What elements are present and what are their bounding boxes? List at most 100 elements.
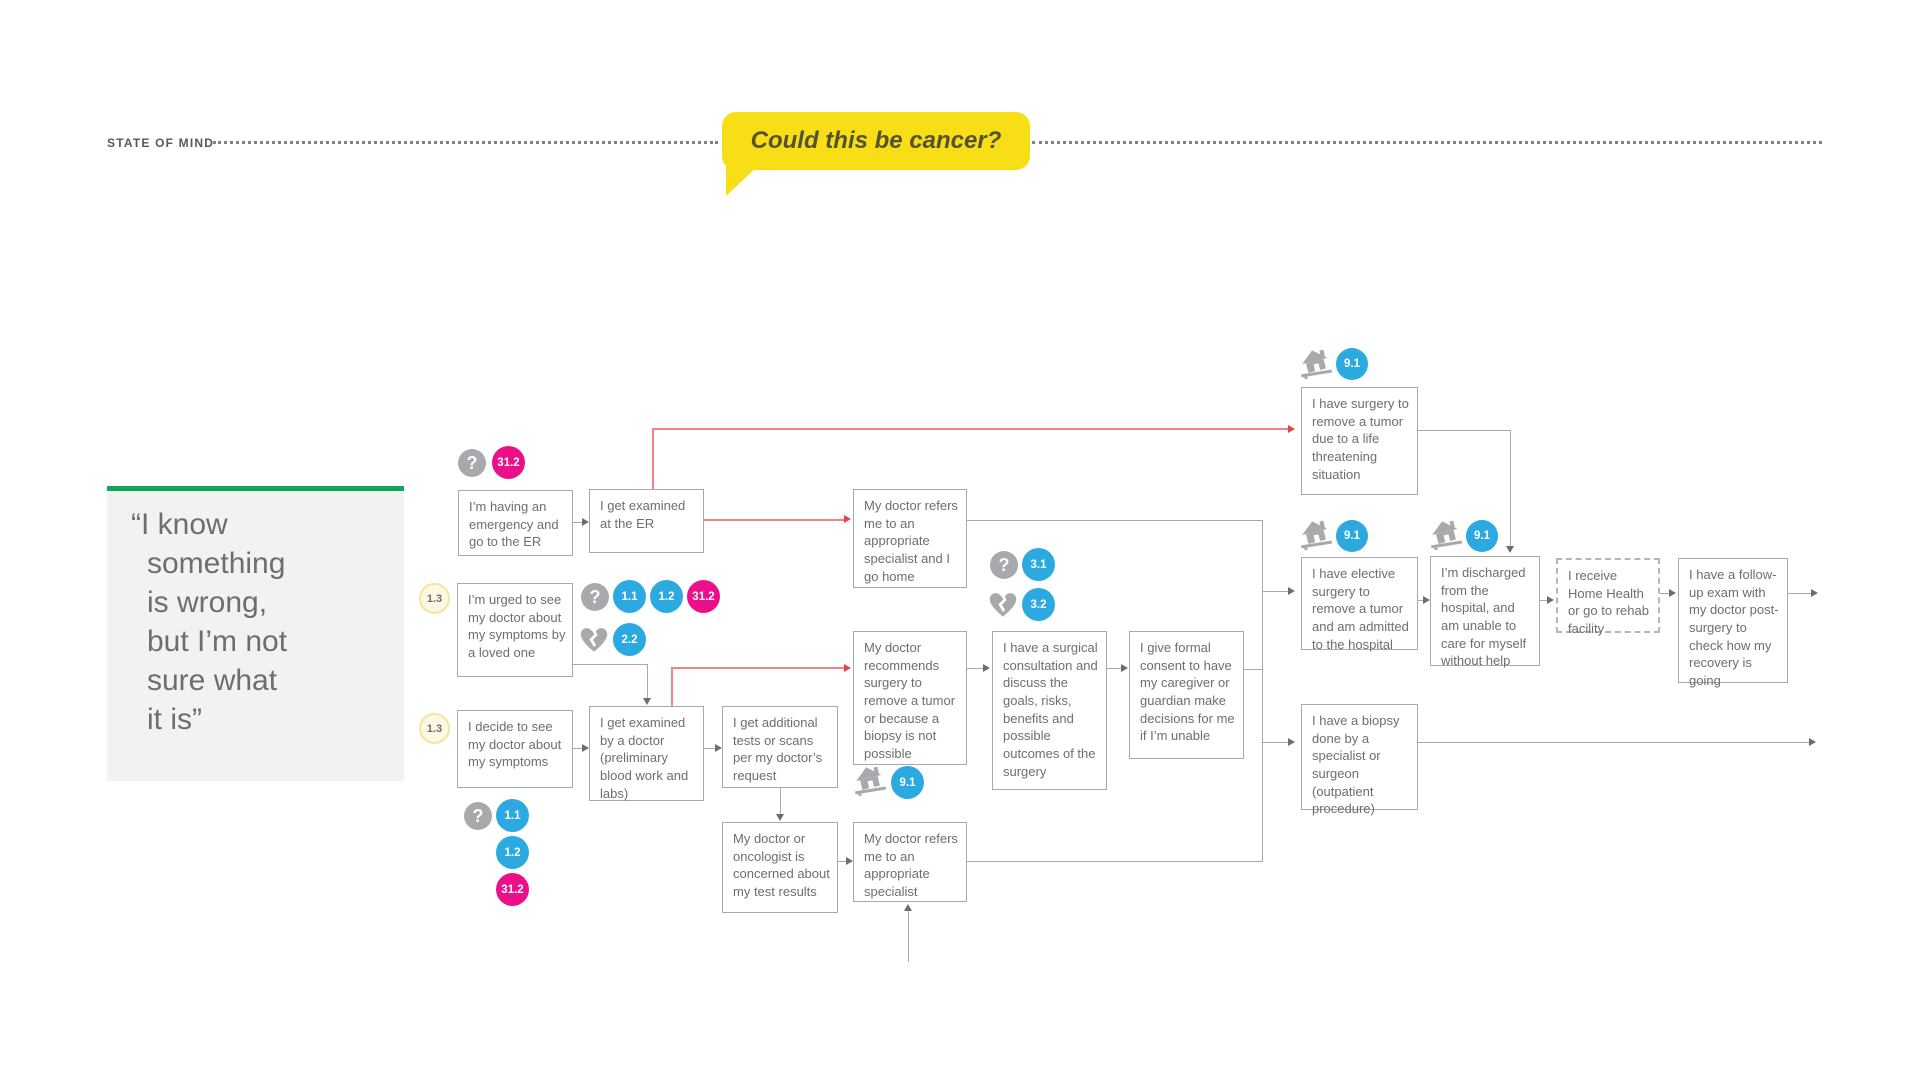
state-of-mind-label: STATE OF MIND [107,136,215,150]
question-icon: ? [458,449,486,477]
touchpoint-badge: 9.1 [1336,520,1368,552]
connector [1540,600,1549,601]
connector [967,861,1262,862]
connector [1418,430,1510,431]
connector-red [652,429,654,489]
flow-node-discharged: I’m discharged from the hospital, and am… [1430,556,1540,668]
touchpoint-badge: 31.2 [496,873,529,906]
flow-node-oncologist-concerned: My doctor or oncologist is concerned abo… [722,822,838,913]
connector-red [704,519,845,521]
arrowhead [1423,596,1430,604]
arrowhead [904,904,912,911]
touchpoint-badge: 3.2 [1022,588,1055,621]
arrowhead [1288,738,1295,746]
touchpoint-badge: 31.2 [492,446,525,479]
broken-heart-icon [989,592,1017,617]
connector [1418,742,1810,743]
question-icon: ? [990,551,1018,579]
arrowhead-red [844,515,851,523]
flow-node-biopsy: I have a biopsy done by a specialist or … [1301,704,1418,816]
speech-bubble: Could this be cancer? [722,112,1030,170]
touchpoint-badge: 1.1 [613,580,646,613]
question-icon: ? [464,802,492,830]
home-alert-icon [1301,349,1333,379]
connector-red [652,428,1289,430]
connector [1262,520,1263,862]
touchpoint-badge: 1.3 [419,583,450,614]
flow-node-examined-er: I get examined at the ER [589,489,704,553]
connector [1660,593,1670,594]
flow-node-surgery-life-threat: I have surgery to remove a tumor due to … [1301,387,1418,495]
connector [573,748,583,749]
touchpoint-badge: 1.2 [650,580,683,613]
connector [1510,430,1511,547]
touchpoint-badge: 31.2 [687,580,720,613]
patient-quote: “I know something is wrong, but I’m not … [131,508,288,736]
arrowhead-red [1288,425,1295,433]
connector [1107,668,1122,669]
arrowhead [643,698,651,705]
home-alert-icon [1431,520,1463,550]
connector [1262,591,1290,592]
speech-bubble-text: Could this be cancer? [750,127,1002,154]
quote-accent-bar [107,486,404,491]
arrowhead [1506,546,1514,553]
home-alert-icon [1301,520,1333,550]
speech-bubble-tail [726,166,758,196]
arrowhead-red [844,664,851,672]
connector [1262,742,1290,743]
flow-node-urged-doctor: I’m urged to see my doctor about my symp… [457,583,573,677]
touchpoint-badge: 3.1 [1022,548,1055,581]
connector [908,911,909,962]
flow-node-elective-surgery: I have elective surgery to remove a tumo… [1301,557,1418,652]
arrowhead [846,857,853,865]
touchpoint-badge: 9.1 [1336,348,1368,380]
flow-node-home-health: I receive Home Health or go to rehab fac… [1556,558,1660,636]
arrowhead [582,744,589,752]
home-alert-icon [855,766,887,796]
touchpoint-badge: 1.2 [496,836,529,869]
dotted-line-right [1032,141,1822,144]
connector [704,748,716,749]
flow-node-recommends-surgery: My doctor recommends surgery to remove a… [853,631,967,765]
arrowhead [1669,589,1676,597]
connector [1244,669,1262,670]
connector-red [671,667,845,669]
arrowhead [1288,587,1295,595]
arrowhead [776,814,784,821]
flow-node-refer-specialist-home: My doctor refers me to an appropriate sp… [853,489,967,588]
touchpoint-badge: 2.2 [613,623,646,656]
flow-node-refer-specialist: My doctor refers me to an appropriate sp… [853,822,967,902]
arrowhead [582,518,589,526]
touchpoint-badge: 9.1 [891,766,924,799]
connector [967,520,1262,521]
flow-node-decide-doctor: I decide to see my doctor about my sympt… [457,710,573,788]
broken-heart-icon [580,627,608,652]
connector [838,861,847,862]
arrowhead [715,744,722,752]
flow-node-examined-doctor: I get examined by a doctor (preliminary … [589,706,704,801]
flow-node-emergency-er: I’m having an emergency and go to the ER [458,490,573,556]
arrowhead [1121,664,1128,672]
arrowhead [1547,596,1554,604]
flow-node-additional-tests: I get additional tests or scans per my d… [722,706,838,788]
arrowhead [983,664,990,672]
arrowhead [1809,738,1816,746]
connector [967,668,984,669]
touchpoint-badge: 9.1 [1466,520,1498,552]
connector [780,788,781,814]
flow-node-formal-consent: I give formal consent to have my caregiv… [1129,631,1244,759]
connector [1788,593,1812,594]
question-icon: ? [581,583,609,611]
dotted-line-left [213,141,718,144]
connector-red [671,669,673,706]
connector [1418,600,1425,601]
arrowhead [1811,589,1818,597]
quote-panel [107,491,404,781]
connector [573,664,648,665]
connector [647,664,648,699]
flow-node-surgical-consultation: I have a surgical consultation and discu… [992,631,1107,790]
touchpoint-badge: 1.1 [496,799,529,832]
connector [573,522,584,523]
